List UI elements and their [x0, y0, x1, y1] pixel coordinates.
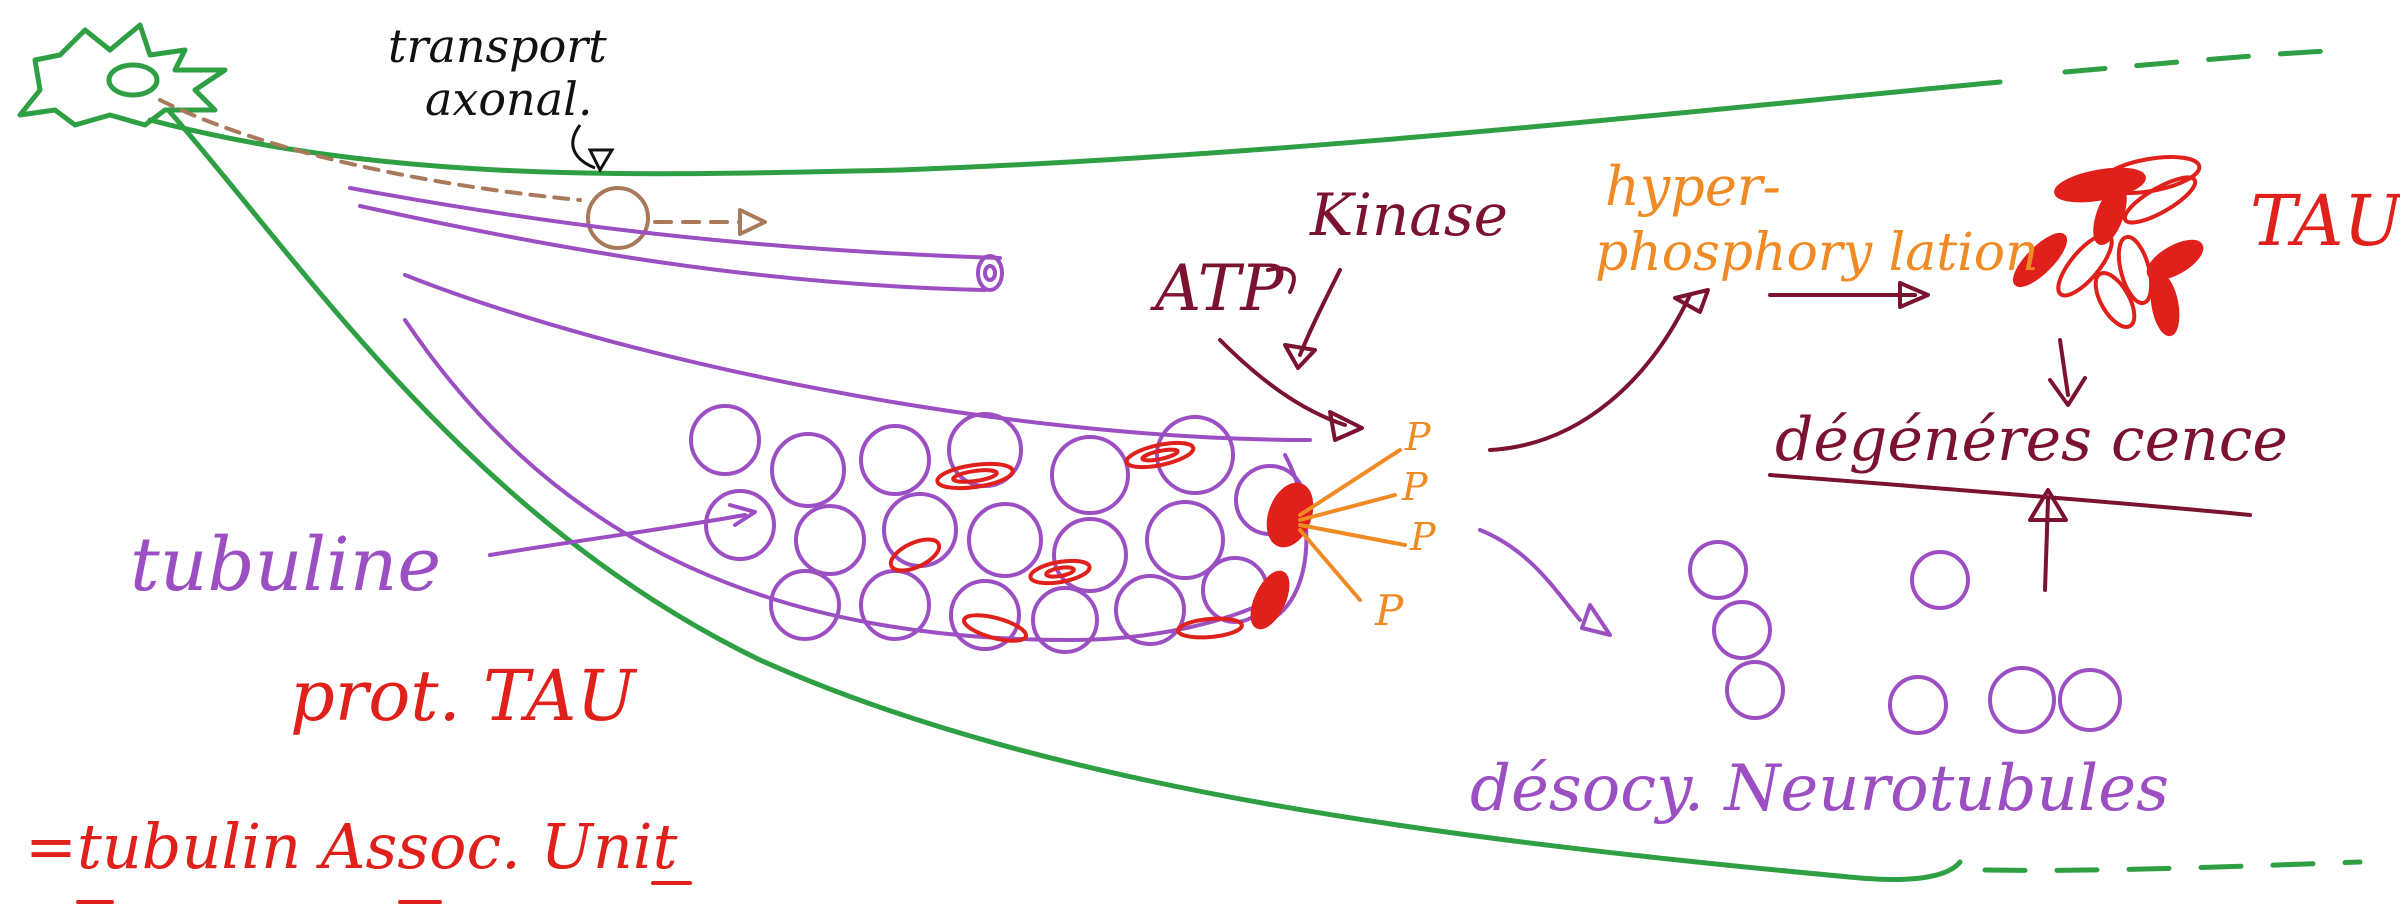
phosphate-label-3: P — [1409, 515, 1437, 559]
phosphate-label-2: P — [1401, 465, 1429, 509]
neuron-cell-body-icon — [20, 25, 225, 125]
tau-aggregate-label: TAU — [2250, 180, 2400, 262]
transport-label-line1: transport — [388, 19, 607, 73]
tubulin-subunits — [691, 406, 1304, 652]
tubulin-assoc-unit-label: =tubulin Assoc. Unit — [25, 810, 678, 883]
tubuline-label: tubuline — [130, 522, 441, 608]
dissociated-tubulin — [1690, 542, 2120, 733]
microtubule-upper — [350, 188, 1002, 290]
transport-label-line2: axonal. — [425, 72, 592, 126]
phosphate-label-1: P — [1404, 415, 1432, 459]
transport-vesicle-icon — [588, 188, 648, 248]
degenerescence-label: dégénéres cence — [1775, 405, 2288, 475]
acronym-underlines — [78, 883, 690, 902]
kinase-label: Kinase — [1309, 181, 1508, 249]
phosphate-label-4: P — [1374, 586, 1404, 635]
dissociation-arrow — [1480, 530, 1610, 635]
phosphate-groups: P P P P — [1300, 415, 1437, 635]
hyperphosphorylation-label-line2: phosphory lation — [1595, 223, 2039, 283]
hyperphosphorylation-label-line1: hyper- — [1605, 155, 1781, 218]
dissociation-label: désocy. Neurotubules — [1470, 752, 2169, 826]
atp-label: ATP — [1150, 252, 1284, 326]
prot-tau-label: prot. TAU — [290, 655, 637, 737]
